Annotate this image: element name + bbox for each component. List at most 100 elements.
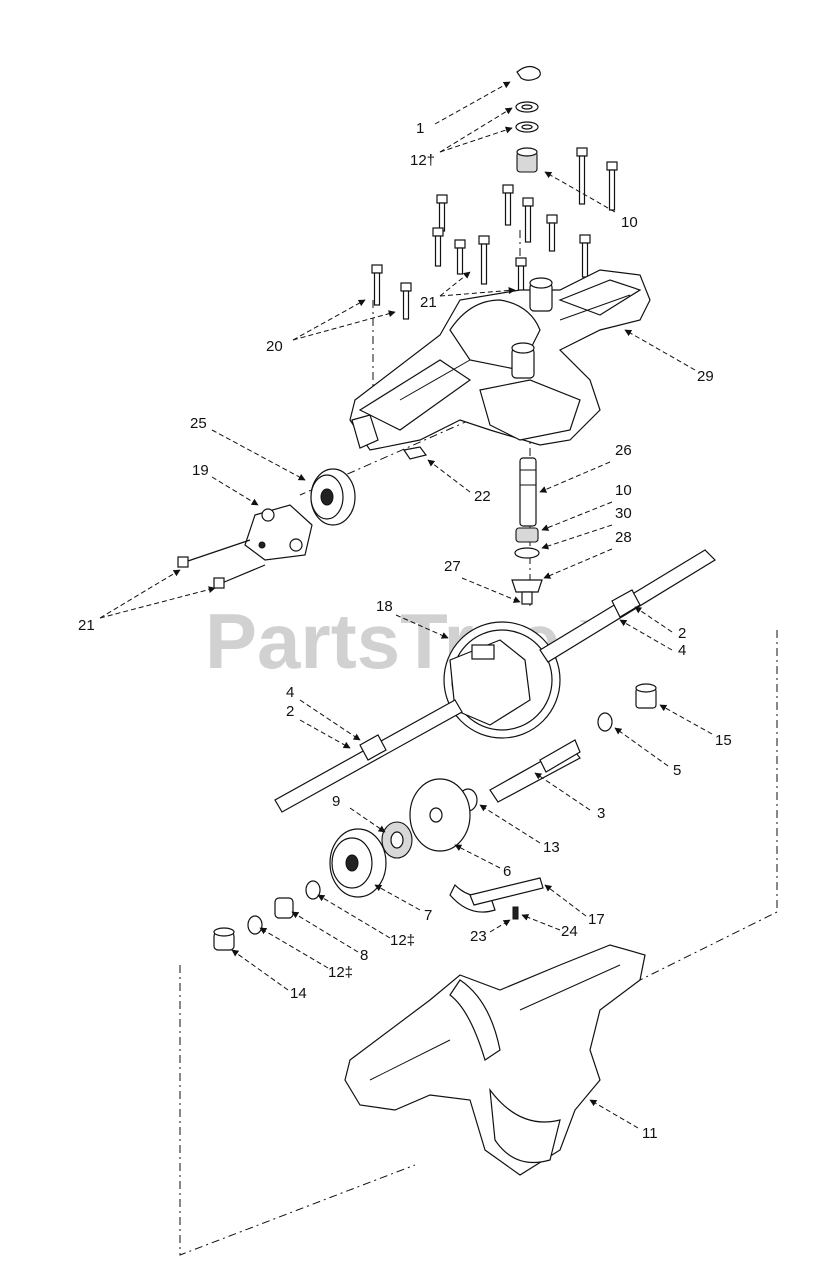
- leader-arrow: [541, 524, 613, 550]
- callout-number: 21: [420, 294, 437, 311]
- part-9-hub: [381, 821, 413, 859]
- part-26-shaft: [519, 457, 537, 527]
- part-1-e-clip: [516, 65, 541, 81]
- bolt: [502, 184, 514, 226]
- part-25-pulley: [310, 468, 356, 526]
- part-17-shift-fork: [449, 877, 544, 913]
- part-11-lower-housing: [344, 944, 646, 1176]
- leader-arrow: [211, 429, 306, 481]
- callout-number: 8: [360, 947, 368, 964]
- callout-number: 12†: [410, 152, 435, 169]
- leader-lines: [99, 81, 713, 1129]
- leader-arrow: [479, 804, 541, 844]
- callout-number: 3: [597, 805, 605, 822]
- leader-arrow: [439, 126, 513, 153]
- leader-arrow: [439, 271, 471, 297]
- leader-arrow: [211, 476, 259, 506]
- leader-arrow: [489, 919, 511, 933]
- part-18-differential: [443, 621, 561, 739]
- leader-arrow: [454, 844, 501, 869]
- alignment-line-right: [639, 630, 778, 981]
- part-12-washer-lower-b: [247, 915, 263, 935]
- part-15-bushing: [635, 683, 657, 709]
- callout-number: 23: [470, 928, 487, 945]
- bolt: [371, 264, 383, 306]
- leader-arrow: [231, 949, 289, 991]
- leader-arrow: [349, 807, 386, 833]
- leader-arrow: [434, 81, 511, 125]
- callout-number: 5: [673, 762, 681, 779]
- leader-arrow: [439, 107, 513, 153]
- callout-number: 14: [290, 985, 307, 1002]
- leader-arrow: [395, 614, 449, 639]
- bolt: [546, 214, 558, 252]
- callout-number: 10: [621, 214, 638, 231]
- part-6-disc: [409, 778, 471, 852]
- leader-arrow: [317, 894, 391, 939]
- callout-number: 21: [78, 617, 95, 634]
- part-10-bearing-lower: [515, 527, 539, 543]
- leader-arrow: [614, 727, 669, 767]
- callout-number: 4: [678, 642, 686, 659]
- leader-arrow: [374, 884, 421, 911]
- bolt: [436, 194, 448, 232]
- callout-number: 24: [561, 923, 578, 940]
- leader-arrow: [541, 501, 613, 531]
- callout-number: 2: [286, 703, 294, 720]
- callout-number: 4: [286, 684, 294, 701]
- callout-number: 13: [543, 839, 560, 856]
- part-2-4-axle-left: [274, 699, 463, 813]
- part-12-washers-top: [515, 101, 539, 133]
- callout-number: 7: [424, 907, 432, 924]
- bolt: [606, 161, 618, 211]
- bolt: [454, 239, 466, 275]
- alignment-line-shaft-25: [299, 419, 471, 496]
- alignment-line-left: [179, 965, 416, 1256]
- bolt: [522, 197, 534, 243]
- leader-arrow: [99, 586, 216, 619]
- leader-arrow: [589, 1099, 639, 1129]
- part-22-key: [402, 446, 428, 460]
- part-24-pin: [512, 906, 519, 920]
- callout-number: 20: [266, 338, 283, 355]
- part-8-bushing: [274, 897, 294, 919]
- leader-arrow: [534, 772, 591, 811]
- leader-arrow: [634, 606, 673, 633]
- callout-number: 19: [192, 462, 209, 479]
- callout-number: 26: [615, 442, 632, 459]
- leader-arrow: [544, 171, 616, 213]
- bolt: [400, 282, 412, 320]
- leader-arrow: [291, 911, 359, 953]
- callout-number: 11: [642, 1125, 658, 1142]
- leader-arrow: [659, 704, 713, 735]
- leader-arrow: [539, 461, 611, 493]
- callout-number: 1: [416, 120, 424, 137]
- callout-number: 9: [332, 793, 340, 810]
- callout-number: 27: [444, 558, 461, 575]
- callout-number: 12‡: [328, 964, 353, 981]
- part-19-brake-bracket: [244, 504, 313, 561]
- part-21-lower-bolts: [177, 539, 266, 589]
- part-5-washer: [597, 712, 613, 732]
- leader-arrow: [299, 699, 361, 741]
- leader-arrow: [521, 914, 561, 931]
- callout-number: 25: [190, 415, 207, 432]
- callout-number: 6: [503, 863, 511, 880]
- part-14-bushing: [213, 927, 235, 951]
- part-7-pulley: [329, 828, 387, 898]
- part-2-4-axle-right: [539, 549, 716, 663]
- leader-arrow: [99, 569, 181, 619]
- part-12-washer-lower-a: [305, 880, 321, 900]
- callout-number: 22: [474, 488, 491, 505]
- bolt: [579, 234, 591, 278]
- leader-arrow: [543, 548, 613, 579]
- callout-number: 28: [615, 529, 632, 546]
- callout-labels: 112†102120292519222610302827211824421553…: [78, 120, 732, 1142]
- part-30-washer: [514, 547, 540, 559]
- part-10-bearing-top: [516, 147, 538, 173]
- leader-arrow: [299, 719, 351, 749]
- bolt: [432, 227, 444, 267]
- leader-arrow: [461, 577, 521, 603]
- part-28-pinion-gear: [511, 579, 543, 605]
